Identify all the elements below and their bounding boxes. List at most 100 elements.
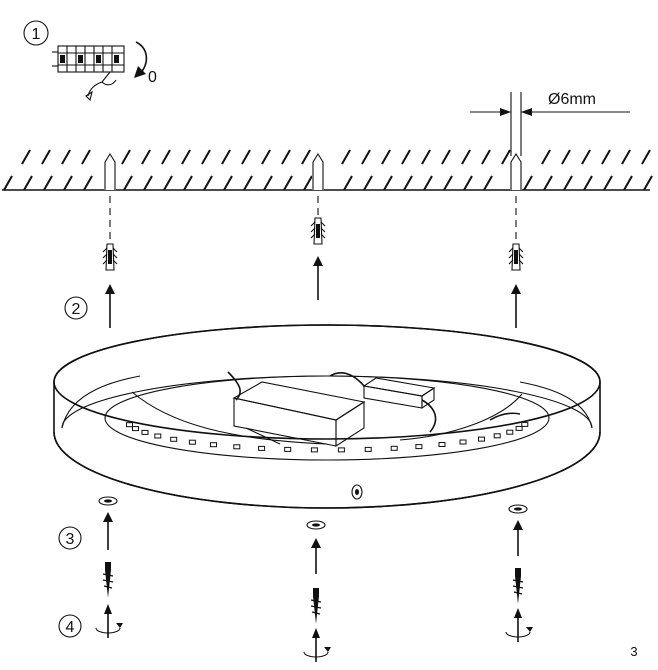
drill-diameter-label: Ø6mm <box>548 91 596 108</box>
step-2-circle <box>64 296 88 320</box>
lamp-base <box>53 324 601 509</box>
step-3: 3 <box>58 526 82 550</box>
hatch-mark <box>303 175 313 191</box>
led-chip <box>515 425 523 431</box>
hatch-mark <box>441 149 451 165</box>
hatch-mark <box>403 175 413 191</box>
hatch-mark <box>381 149 391 165</box>
screw-left <box>102 562 114 598</box>
hatch-mark <box>241 149 251 165</box>
hatch-mark <box>523 175 533 191</box>
hatch-mark <box>123 175 133 191</box>
hatch-mark <box>163 175 173 191</box>
hatch-mark <box>501 149 511 165</box>
hatch-mark <box>641 149 651 165</box>
insert-plug-arrows <box>105 256 521 328</box>
wall-plug-center <box>310 217 326 245</box>
hatch-mark <box>203 175 213 191</box>
led-ring <box>104 375 550 461</box>
hatch-mark <box>263 175 273 191</box>
ceiling-hatching-lower <box>3 175 653 191</box>
step-3-circle <box>58 526 82 550</box>
hatch-mark <box>461 149 471 165</box>
hatch-mark <box>481 149 491 165</box>
hatch-mark <box>541 149 551 165</box>
led-chip <box>310 447 318 453</box>
led-chip <box>478 436 485 442</box>
hand-icon <box>85 71 117 102</box>
led-driver-box <box>232 381 366 448</box>
washer-left <box>98 496 118 506</box>
hatch-mark <box>261 149 271 165</box>
hatch-mark <box>181 149 191 165</box>
wires <box>227 371 521 433</box>
led-chip <box>493 433 501 439</box>
hatch-mark <box>603 175 613 191</box>
led-chip <box>170 436 178 442</box>
hatch-mark <box>423 175 433 191</box>
hatch-mark <box>83 175 93 191</box>
led-chip <box>390 445 398 451</box>
drill-hole-left <box>104 152 116 190</box>
led-chip <box>284 446 292 452</box>
led-chip <box>521 421 529 427</box>
hatch-mark <box>421 149 431 165</box>
step-2: 2 <box>64 296 88 320</box>
terminal-connector-box <box>362 377 436 410</box>
washers <box>98 496 528 530</box>
hatch-mark <box>183 175 193 191</box>
hatch-mark <box>143 175 153 191</box>
hatch-mark <box>343 175 353 191</box>
washer-center <box>306 520 326 530</box>
led-chip <box>337 447 345 453</box>
hatch-mark <box>243 175 253 191</box>
washer-arrows <box>103 512 523 574</box>
drill-hole-right <box>510 152 522 190</box>
step-1-circle <box>23 20 49 46</box>
rotate-screwdriver-icon-left <box>95 604 123 638</box>
hatch-mark <box>141 149 151 165</box>
switch-off-label: 0 <box>148 69 157 86</box>
hatch-mark <box>61 149 71 165</box>
ceiling <box>2 149 653 191</box>
step-1-number: 1 <box>32 26 41 43</box>
hatch-mark <box>161 149 171 165</box>
hatch-mark <box>383 175 393 191</box>
screw-center <box>310 588 322 624</box>
led-chip <box>126 422 133 428</box>
hatch-mark <box>81 149 91 165</box>
hatch-mark <box>341 149 351 165</box>
drill-diameter-dimension: Ø6mm <box>470 91 630 156</box>
hatch-mark <box>581 149 591 165</box>
led-chip <box>415 444 423 450</box>
hatch-mark <box>361 149 371 165</box>
led-chip <box>438 442 446 447</box>
hatch-mark <box>41 149 51 165</box>
led-chip <box>141 429 149 435</box>
step-4-number: 4 <box>66 619 75 636</box>
led-chip <box>506 429 514 435</box>
rotate-screwdriver-icon-right <box>505 608 533 642</box>
alignment-guides <box>109 196 517 240</box>
wall-plug-left <box>102 243 118 271</box>
led-chip <box>258 445 266 451</box>
hatch-mark <box>583 175 593 191</box>
rotate-switch-arrow-icon <box>134 41 148 78</box>
led-chips <box>126 421 529 453</box>
hatch-mark <box>623 175 633 191</box>
led-chip <box>132 426 139 432</box>
hatch-mark <box>483 175 493 191</box>
hatch-mark <box>23 175 33 191</box>
terminal-block-icon <box>52 45 125 73</box>
hatch-mark <box>21 149 31 165</box>
lamp-rim-outer <box>53 324 601 440</box>
hatch-mark <box>621 149 631 165</box>
hatch-mark <box>201 149 211 165</box>
hatch-mark <box>443 175 453 191</box>
hatch-mark <box>43 175 53 191</box>
hatch-mark <box>463 175 473 191</box>
hatch-mark <box>601 149 611 165</box>
hatch-mark <box>643 175 653 191</box>
hatch-mark <box>121 149 131 165</box>
